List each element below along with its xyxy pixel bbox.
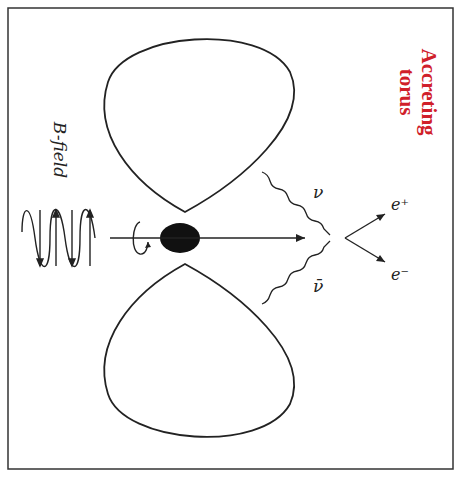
field-label: B-field bbox=[50, 122, 70, 178]
spin-axis bbox=[110, 237, 305, 239]
neutrino-wave bbox=[262, 172, 330, 235]
rotation-arrow bbox=[133, 222, 148, 254]
antineutrino-wave bbox=[262, 241, 330, 304]
torus-lobe bbox=[104, 39, 294, 212]
torus-label: Accreting torus bbox=[396, 37, 440, 147]
electron-label: e⁻ bbox=[391, 265, 409, 284]
arrow-head bbox=[296, 234, 305, 242]
frame bbox=[8, 8, 453, 469]
arrow-head bbox=[145, 242, 151, 248]
arrow-head bbox=[376, 214, 385, 262]
b-field-helix bbox=[22, 210, 95, 267]
neutrino-label: ν bbox=[313, 182, 323, 202]
antineutrino-label: ν̄ bbox=[313, 276, 323, 296]
torus-lobe bbox=[104, 264, 294, 437]
positron-label: e⁺ bbox=[391, 195, 409, 214]
